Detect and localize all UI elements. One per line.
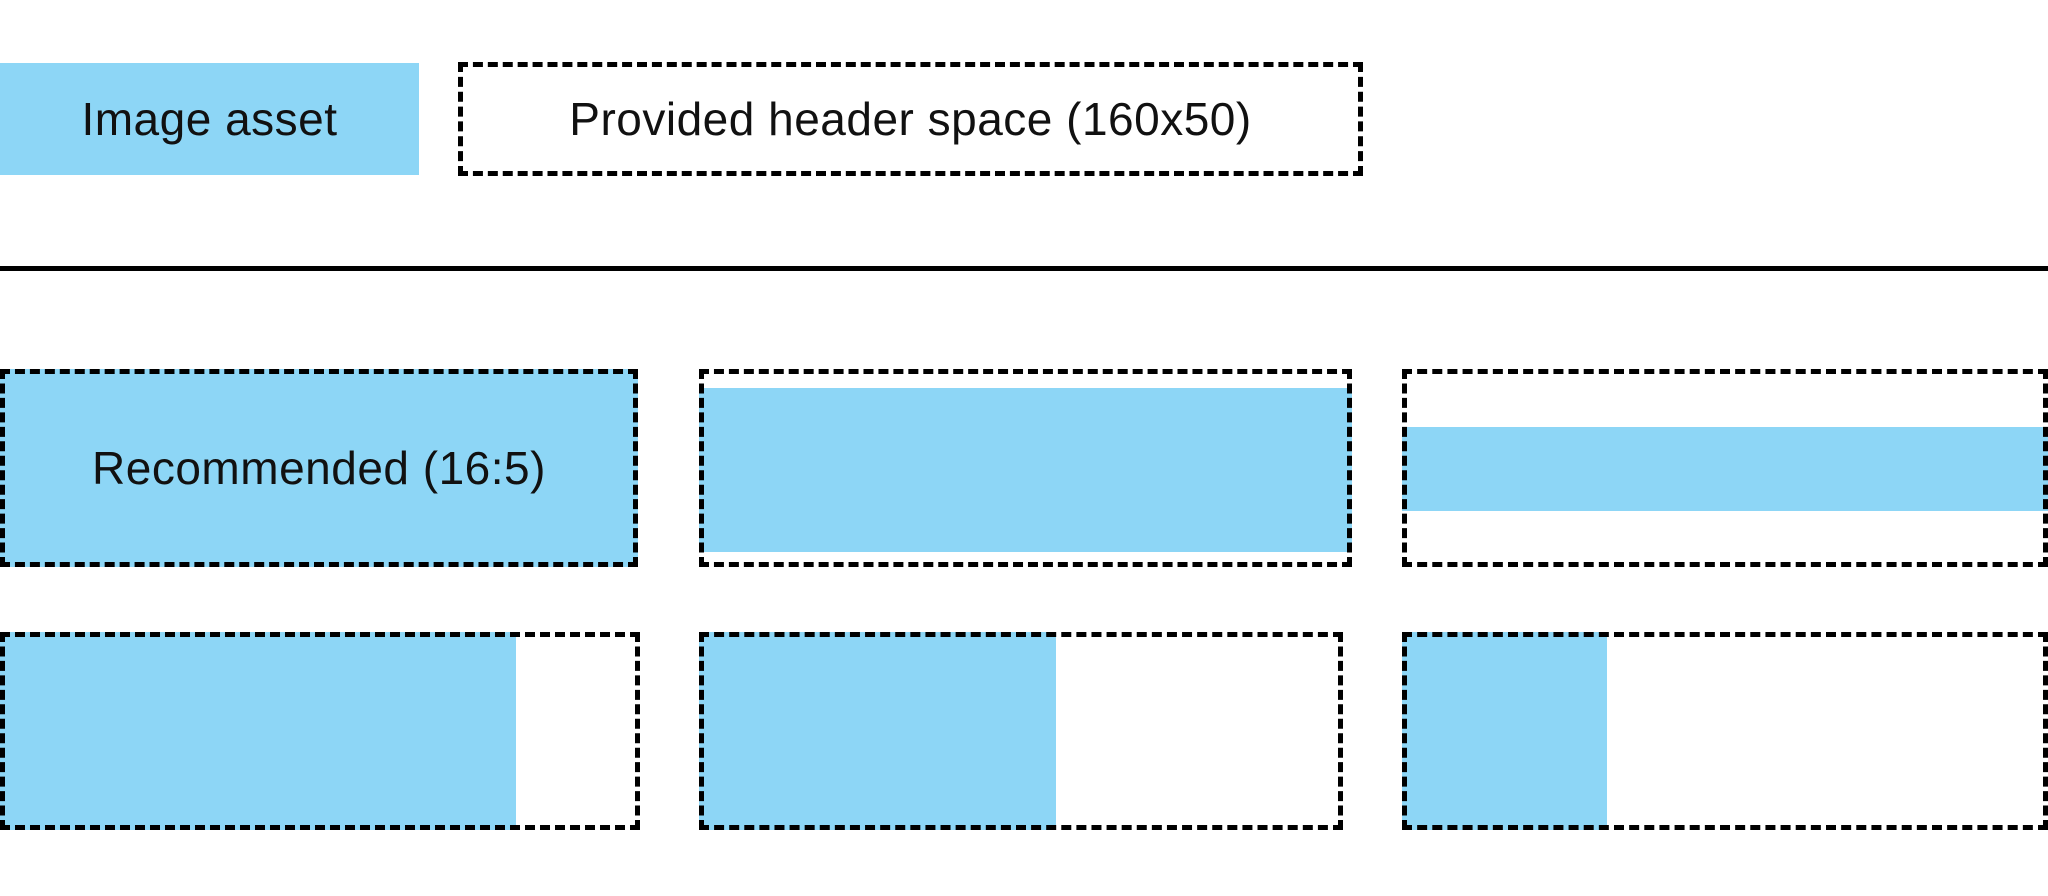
image-asset-fill [0,632,516,830]
example-tile-recommended: Recommended (16:5) [0,369,638,567]
example-tile-full-height-wide [0,632,640,830]
image-asset-fill [699,632,1056,830]
image-asset-fill [699,388,1352,552]
legend-image-asset-swatch: Image asset [0,63,419,175]
example-tile-full-width-thin-strip [1402,369,2048,567]
legend-header-space-label: Provided header space (160x50) [569,93,1252,145]
divider-line [0,266,2048,271]
example-tile-full-height-narrow [1402,632,2048,830]
legend-image-asset-label: Image asset [81,93,338,145]
example-tile-full-width-letterboxed [699,369,1352,567]
image-asset-fill [0,369,638,567]
recommended-label: Recommended (16:5) [92,442,546,494]
example-tile-full-height-medium [699,632,1343,830]
image-asset-fill [1402,632,1607,830]
legend-header-space-box: Provided header space (160x50) [458,62,1363,176]
image-asset-fill [1402,427,2048,511]
